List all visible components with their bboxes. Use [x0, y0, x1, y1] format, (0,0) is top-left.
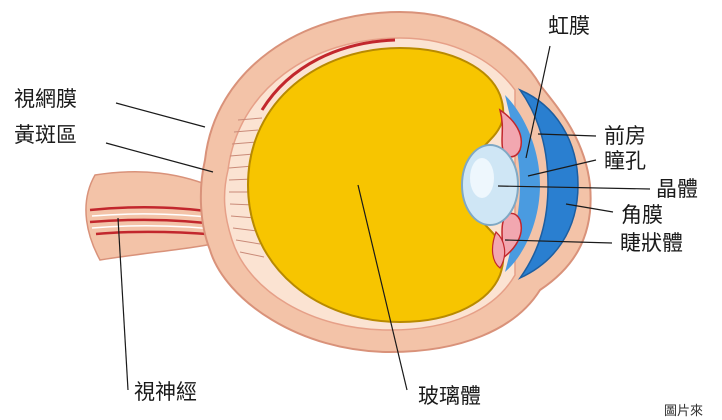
label-optic-nerve: 視神經 [134, 382, 197, 403]
label-cornea: 角膜 [621, 205, 663, 226]
label-retina: 視網膜 [14, 89, 77, 110]
label-lens: 晶體 [656, 179, 698, 200]
image-credit: 圖片來 [664, 405, 703, 418]
label-pupil: 瞳孔 [604, 151, 646, 172]
label-macula: 黃斑區 [14, 125, 77, 146]
label-ciliary-body: 睫狀體 [620, 233, 683, 254]
lens-highlight [470, 158, 494, 198]
label-iris: 虹膜 [548, 16, 590, 37]
label-anterior-chamber: 前房 [604, 126, 646, 147]
label-vitreous: 玻璃體 [418, 386, 481, 407]
